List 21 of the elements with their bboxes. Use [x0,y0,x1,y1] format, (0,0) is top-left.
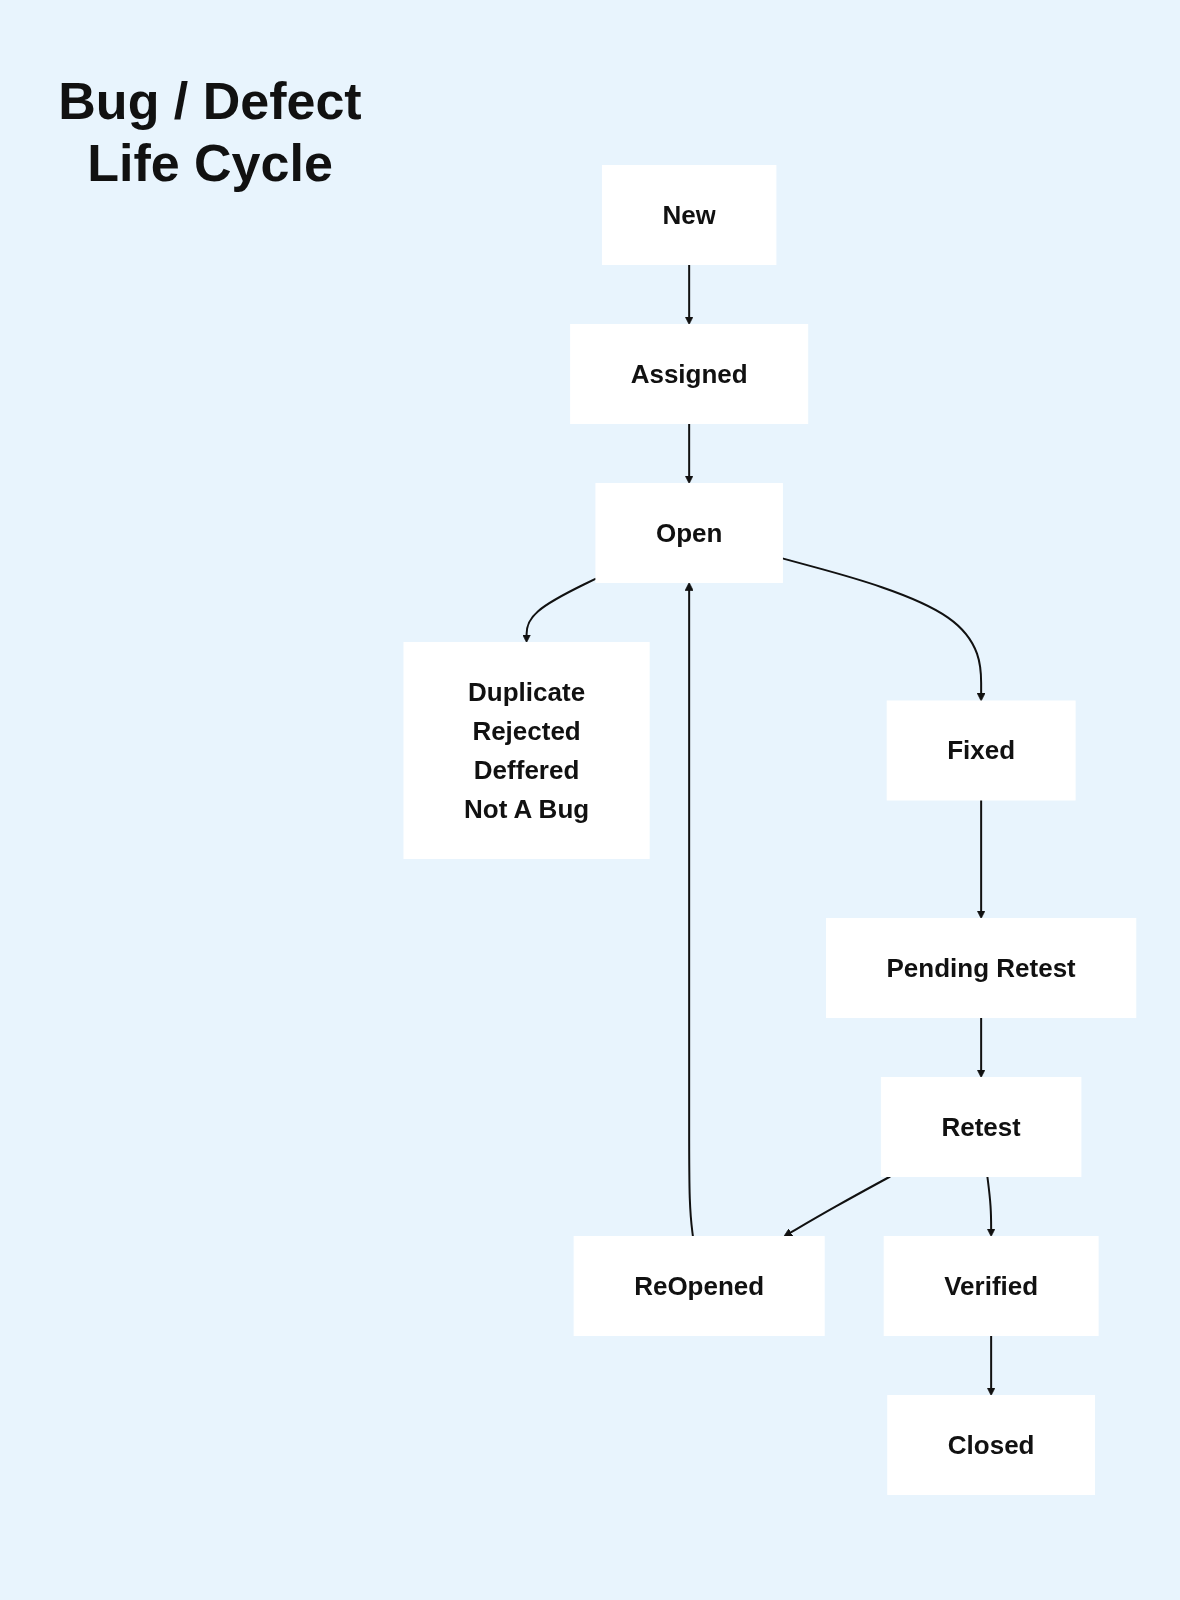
node-box: Pending Retest [826,918,1137,1018]
arrow [976,799,986,919]
arrow [976,1016,986,1078]
node-box: Assigned [570,324,809,424]
node-box: Duplicate Rejected Deffered Not A Bug [403,642,650,859]
arrow [781,557,986,702]
arrow [783,1175,892,1237]
node-box: Closed [887,1395,1096,1495]
arrow [522,577,598,643]
arrow [986,1334,996,1396]
node-box: New [602,165,777,265]
node-box: Fixed [886,700,1076,801]
node-box: Retest [881,1077,1082,1177]
arrow [684,422,694,484]
diagram-title: Bug / Defect Life Cycle [57,71,363,195]
node-box: ReOpened [573,1236,825,1336]
arrow [684,582,695,1238]
arrow [986,1175,996,1237]
arrow [684,263,694,325]
node-box: Verified [883,1236,1099,1336]
node-box: Open [595,483,783,583]
